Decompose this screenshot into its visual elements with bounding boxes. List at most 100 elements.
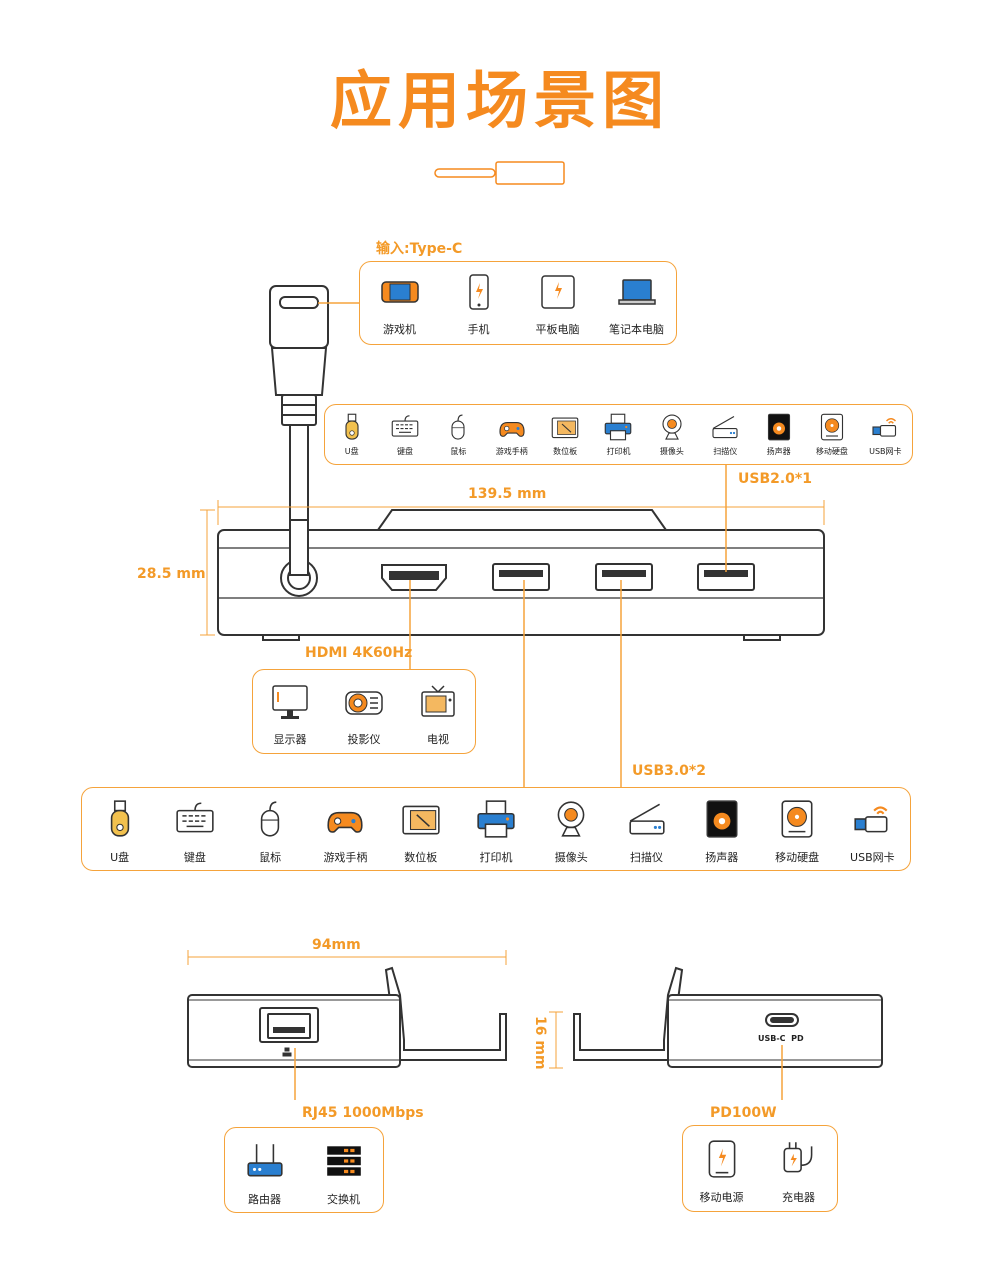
mouse-icon bbox=[451, 414, 465, 440]
projector-icon bbox=[345, 691, 383, 715]
device-label: U盘 bbox=[110, 851, 130, 864]
device-keyboard: 键盘 bbox=[157, 798, 232, 865]
device-usb-wifi: USB网卡 bbox=[859, 412, 912, 457]
scanner-icon bbox=[712, 416, 738, 439]
device-label: 扫描仪 bbox=[630, 851, 664, 864]
device-label: 数位板 bbox=[404, 851, 438, 864]
device-label: 扫描仪 bbox=[713, 447, 738, 456]
device-label: 游戏手柄 bbox=[495, 447, 528, 456]
drawing-tablet-icon bbox=[402, 805, 440, 835]
device-gamepad: 游戏手柄 bbox=[308, 798, 383, 865]
device-label: 路由器 bbox=[248, 1193, 281, 1206]
device-hard-drive: 移动硬盘 bbox=[759, 798, 834, 865]
device-label: U盘 bbox=[344, 447, 359, 456]
input-devices-box: 游戏机手机平板电脑笔记本电脑 bbox=[359, 261, 677, 345]
device-label: USB网卡 bbox=[850, 851, 895, 864]
laptop-icon bbox=[617, 279, 656, 305]
webcam-icon bbox=[662, 414, 682, 440]
webcam-icon bbox=[557, 801, 585, 837]
device-webcam: 摄像头 bbox=[645, 412, 698, 457]
rj45-label: RJ45 1000Mbps bbox=[302, 1105, 424, 1121]
device-printer: 打印机 bbox=[458, 798, 533, 865]
device-game-console: 游戏机 bbox=[360, 272, 439, 337]
mouse-icon bbox=[260, 801, 280, 837]
device-phone: 手机 bbox=[439, 272, 518, 337]
device-scanner: 扫描仪 bbox=[609, 798, 684, 865]
device-label: 扬声器 bbox=[705, 851, 739, 864]
gamepad-icon bbox=[499, 421, 525, 437]
printer-icon bbox=[605, 413, 632, 441]
device-label: 打印机 bbox=[606, 447, 631, 456]
device-switch: 交换机 bbox=[304, 1140, 383, 1207]
height-dimension: 28.5 mm bbox=[137, 566, 206, 582]
router-icon bbox=[246, 1144, 283, 1177]
switch-icon bbox=[326, 1146, 361, 1176]
gamepad-icon bbox=[327, 811, 364, 833]
device-label: 电视 bbox=[427, 733, 449, 746]
speaker-icon bbox=[767, 413, 790, 441]
power-bank-icon bbox=[708, 1140, 735, 1178]
device-label: 移动电源 bbox=[699, 1191, 744, 1204]
keyboard-icon bbox=[391, 415, 419, 437]
tv-icon bbox=[421, 685, 455, 717]
scanner-icon bbox=[628, 803, 665, 835]
hard-drive-icon bbox=[781, 800, 813, 838]
usb2-label: USB2.0*1 bbox=[738, 471, 812, 487]
side-width-dimension: 94mm bbox=[312, 937, 361, 953]
device-label: 键盘 bbox=[183, 851, 206, 864]
hdmi-label: HDMI 4K60Hz bbox=[305, 645, 413, 661]
usb-drive-icon bbox=[345, 413, 359, 440]
rj45-devices-box: 路由器 交换机 bbox=[224, 1127, 384, 1213]
page-title: 应用场景图 bbox=[329, 64, 670, 137]
pd-devices-box: 移动电源 充电器 bbox=[682, 1125, 838, 1212]
printer-icon bbox=[477, 800, 515, 838]
device-mouse: 鼠标 bbox=[432, 412, 485, 457]
device-label: 扬声器 bbox=[766, 447, 791, 456]
device-scanner: 扫描仪 bbox=[699, 412, 752, 457]
device-label: 游戏机 bbox=[383, 323, 416, 336]
cable-decoration-icon bbox=[434, 161, 565, 185]
device-tv: 电视 bbox=[401, 682, 475, 747]
device-label: 交换机 bbox=[327, 1193, 360, 1206]
width-dimension: 139.5 mm bbox=[468, 486, 547, 502]
usb-drive-icon bbox=[110, 800, 129, 837]
device-label: 手机 bbox=[467, 323, 490, 336]
device-printer: 打印机 bbox=[592, 412, 645, 457]
phone-icon bbox=[468, 274, 489, 310]
device-label: 平板电脑 bbox=[535, 323, 580, 336]
device-usb-wifi: USB网卡 bbox=[835, 798, 910, 865]
device-projector: 投影仪 bbox=[327, 682, 401, 747]
device-drawing-tablet: 数位板 bbox=[538, 412, 591, 457]
charger-icon bbox=[783, 1142, 812, 1173]
device-drawing-tablet: 数位板 bbox=[383, 798, 458, 865]
device-label: 鼠标 bbox=[259, 851, 282, 864]
device-label: 移动硬盘 bbox=[815, 447, 848, 456]
device-hard-drive: 移动硬盘 bbox=[805, 412, 858, 457]
usb3-label: USB3.0*2 bbox=[632, 763, 706, 779]
usb-wifi-icon bbox=[872, 418, 897, 437]
device-tablet: 平板电脑 bbox=[518, 272, 597, 337]
keyboard-icon bbox=[176, 802, 214, 833]
device-usb-drive: U盘 bbox=[82, 798, 157, 865]
monitor-icon bbox=[272, 685, 308, 719]
device-label: 投影仪 bbox=[347, 733, 381, 746]
device-label: 键盘 bbox=[397, 447, 414, 456]
device-speaker: 扬声器 bbox=[684, 798, 759, 865]
device-label: 数位板 bbox=[553, 447, 578, 456]
device-monitor: 显示器 bbox=[253, 682, 327, 747]
pd-label: PD100W bbox=[710, 1105, 777, 1121]
device-label: 显示器 bbox=[273, 733, 307, 746]
hard-drive-icon bbox=[820, 413, 843, 441]
device-label: 游戏手柄 bbox=[323, 851, 368, 864]
drawing-tablet-icon bbox=[551, 417, 579, 439]
device-speaker: 扬声器 bbox=[752, 412, 805, 457]
device-label: 充电器 bbox=[782, 1191, 815, 1204]
device-gamepad: 游戏手柄 bbox=[485, 412, 538, 457]
device-label: 打印机 bbox=[479, 851, 513, 864]
hdmi-devices-box: 显示器 投影仪 电视 bbox=[252, 669, 476, 754]
side-height-dimension: 16 mm bbox=[532, 1016, 548, 1070]
device-charger: 充电器 bbox=[760, 1138, 837, 1205]
device-router: 路由器 bbox=[225, 1140, 304, 1207]
game-console-icon bbox=[380, 281, 419, 303]
usb-wifi-icon bbox=[854, 806, 888, 833]
